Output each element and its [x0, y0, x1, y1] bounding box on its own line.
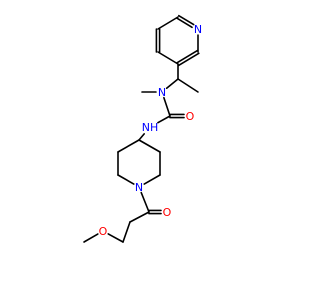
bond-a10-a13	[138, 133, 145, 141]
structure-canvas: O O N NH O N N	[83, 14, 202, 243]
bond-a25-a20-0	[178, 52, 200, 67]
bond-a20-a21	[157, 51, 179, 65]
atom-layer: O O N NH O N N	[99, 23, 202, 238]
atom-label-a15: O	[186, 110, 195, 123]
bond-a25-a20-1	[176, 49, 198, 64]
bond-layer	[83, 14, 200, 243]
bond-a4-a5	[129, 211, 150, 223]
molecule-diagram: O O N NH O N N	[83, 14, 202, 243]
bond-a22-a23	[157, 16, 179, 30]
bond-a5-a7	[140, 191, 150, 213]
atom-label-a24: N	[194, 23, 202, 36]
bond-a9-a10	[117, 139, 140, 153]
bond-a23-a24-0	[178, 14, 195, 26]
bond-a1-a2	[83, 233, 99, 243]
bond-a7-a8	[117, 174, 135, 185]
bond-a2-a3	[107, 233, 124, 243]
bond-a14-a16	[163, 96, 171, 117]
atom-label-a6: O	[163, 206, 172, 219]
bond-a23-a24-1	[176, 17, 193, 29]
atom-label-a2: O	[99, 225, 108, 238]
bond-a18-a19	[177, 78, 199, 93]
atom-label-a16: N	[158, 86, 166, 99]
bond-a13-a14	[157, 115, 171, 124]
bond-a10-a11	[138, 139, 161, 153]
atom-label-a7: N	[135, 181, 143, 194]
bond-a12-a7	[143, 174, 161, 185]
atom-label-a13: NH	[142, 121, 159, 134]
bond-a3-a4	[122, 221, 131, 243]
bond-a16-a18	[165, 78, 179, 90]
